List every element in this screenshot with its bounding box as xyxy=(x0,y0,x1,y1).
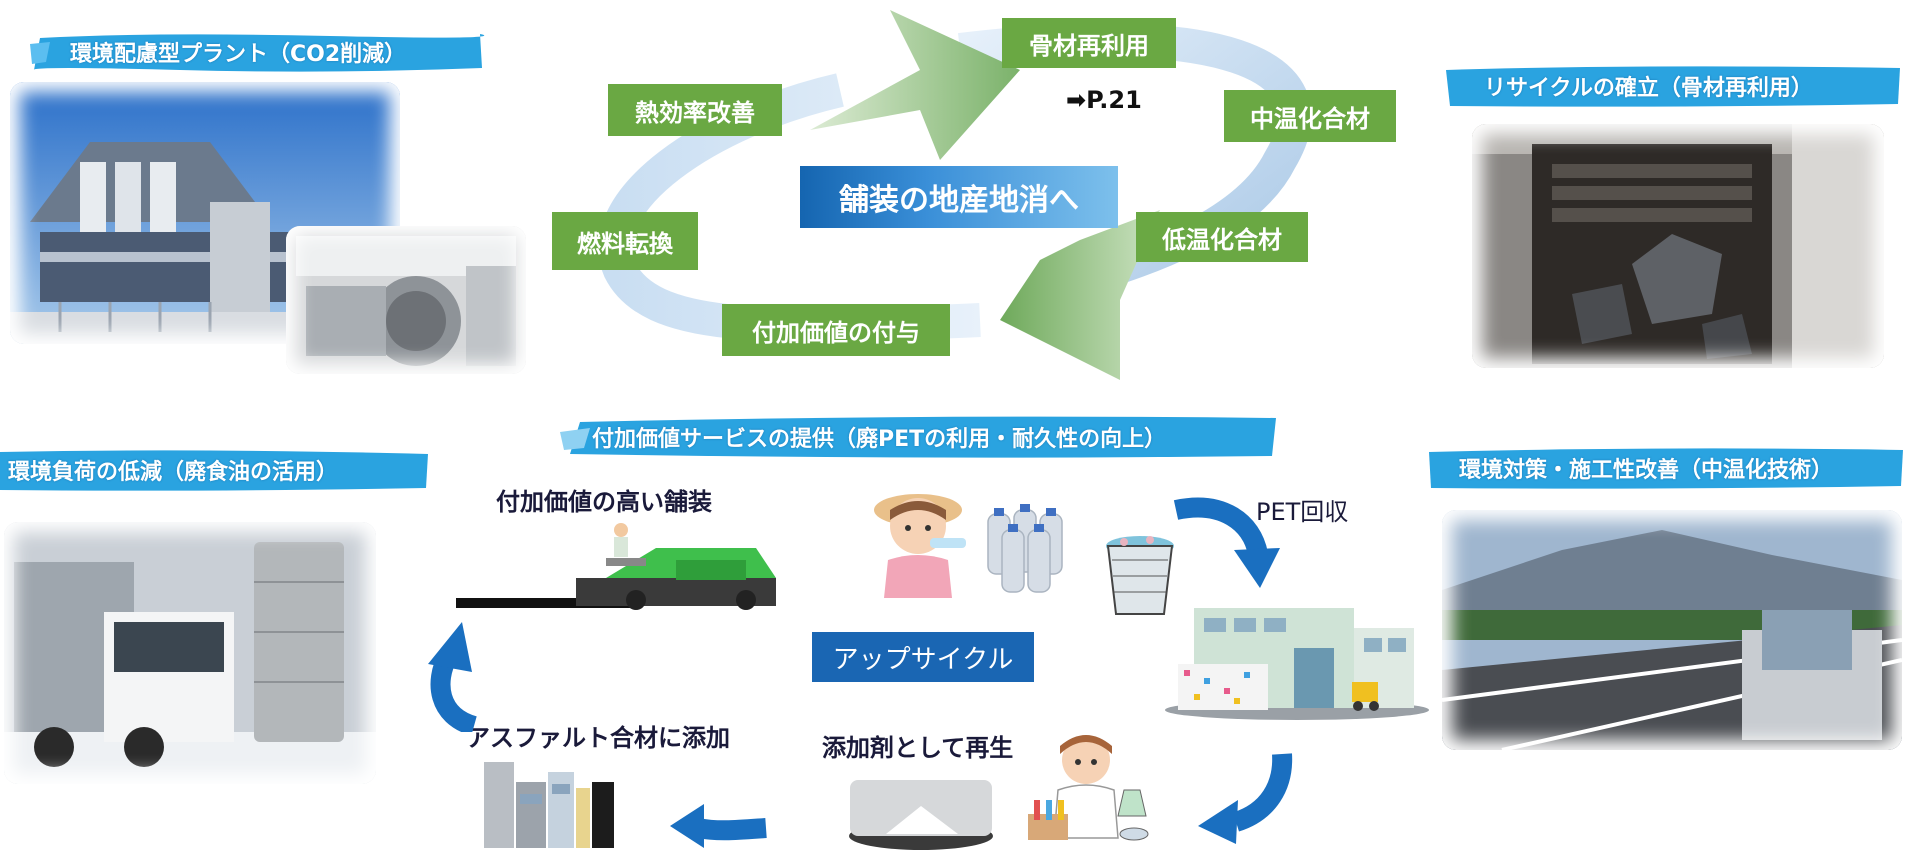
header-service-text: 付加価値サービスの提供（廃PETの利用・耐久性の向上） xyxy=(592,427,1167,452)
pet-bottles-illustration xyxy=(987,504,1063,593)
recycle-bin-illustration xyxy=(1106,536,1174,615)
asphalt-plant-illustration xyxy=(484,762,614,848)
label-add-to-asphalt: アスファルト合材に添加 xyxy=(466,724,730,752)
header-mid-temp-text: 環境対策・施工性改善（中温化技術） xyxy=(1459,458,1834,483)
page-reference: ➡P.21 xyxy=(1066,86,1142,114)
left-arrow xyxy=(670,804,767,848)
factory-illustration xyxy=(1165,608,1429,720)
header-recycle: リサイクルの確立（骨材再利用） xyxy=(1440,64,1902,108)
regenerate-arrow xyxy=(1198,753,1293,844)
photo-crusher xyxy=(1472,124,1884,368)
header-recycle-text: リサイクルの確立（骨材再利用） xyxy=(1484,76,1813,101)
label-upcycle: アップサイクル xyxy=(812,632,1034,682)
header-waste-oil-text: 環境負荷の低減（廃食油の活用） xyxy=(8,460,339,485)
header-mid-temp: 環境対策・施工性改善（中温化技術） xyxy=(1425,446,1905,490)
cycle-aggregate-reuse: 骨材再利用 xyxy=(1002,18,1176,68)
scientist-illustration xyxy=(1028,735,1149,841)
header-plant: 環境配慮型プラント（CO2削減） xyxy=(30,30,485,74)
photo-burner xyxy=(286,226,526,374)
cycle-added-value: 付加価値の付与 xyxy=(722,304,950,356)
cycle-heat-efficiency: 熱効率改善 xyxy=(608,84,782,136)
girl-drinking-illustration xyxy=(874,494,966,598)
label-regenerate-additive: 添加剤として再生 xyxy=(822,734,1014,762)
cycle-fuel-conversion: 燃料転換 xyxy=(552,212,698,270)
cycle-center-label: 舗装の地産地消へ xyxy=(800,166,1118,228)
photo-road xyxy=(1442,510,1902,750)
up-arrow xyxy=(428,622,478,732)
label-high-value-paving: 付加価値の高い舗装 xyxy=(496,488,712,516)
label-pet-collection: PET回収 xyxy=(1256,498,1349,526)
powder-dish-illustration xyxy=(849,780,993,850)
photo-waste-oil-truck xyxy=(4,522,376,784)
pet-collection-arrow xyxy=(1173,497,1280,588)
paver-illustration xyxy=(456,523,776,610)
header-plant-text: 環境配慮型プラント（CO2削減） xyxy=(70,42,407,67)
cycle-low-temp-mix: 低温化合材 xyxy=(1136,212,1308,262)
header-service: 付加価値サービスの提供（廃PETの利用・耐久性の向上） xyxy=(560,414,1280,460)
header-waste-oil: 環境負荷の低減（廃食油の活用） xyxy=(0,448,430,492)
cycle-mid-temp-mix: 中温化合材 xyxy=(1224,90,1396,142)
